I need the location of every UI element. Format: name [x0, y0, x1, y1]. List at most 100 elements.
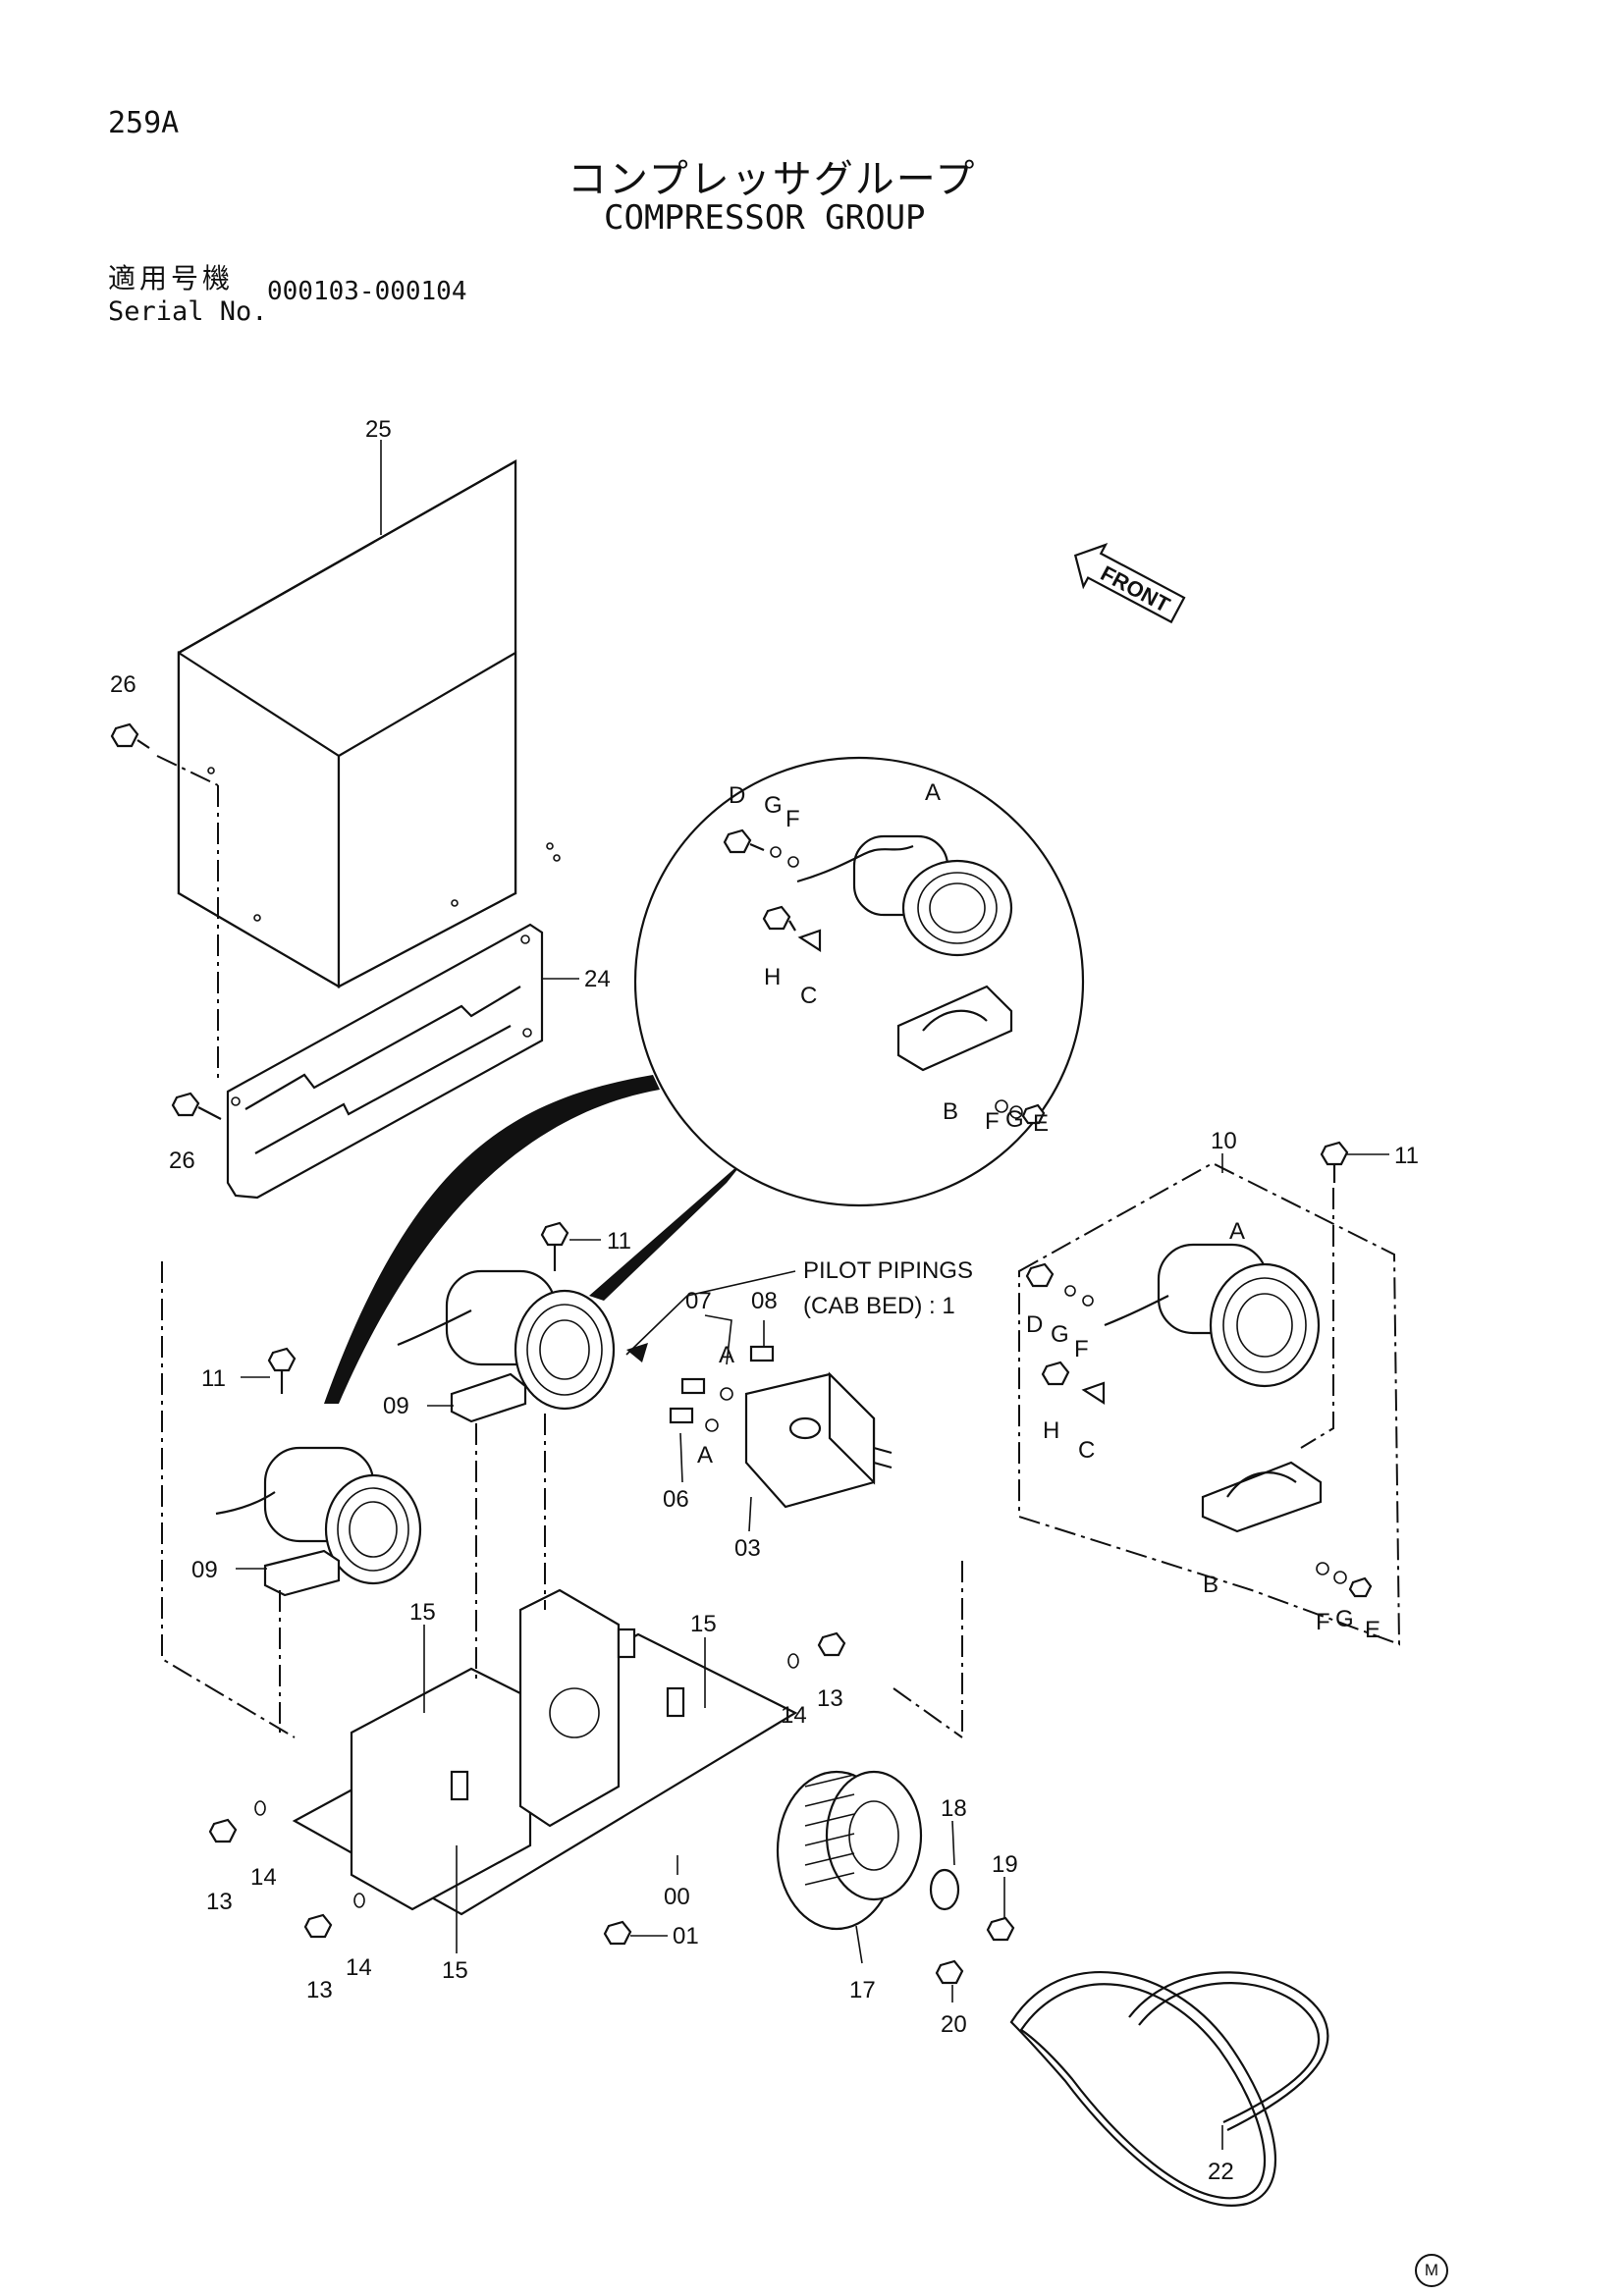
fitting-icon	[669, 1407, 719, 1432]
right-label-H: H	[1043, 1417, 1059, 1444]
callout-11-middle: 11	[607, 1228, 631, 1255]
right-label-G2: G	[1335, 1606, 1354, 1632]
bolt-icon	[208, 1818, 238, 1843]
title-japanese: コンプレッサグループ	[568, 157, 977, 202]
bolt-icon	[603, 1920, 632, 1946]
bolt-icon	[1041, 1361, 1070, 1386]
callout-09-middle: 09	[383, 1393, 409, 1419]
bracket-plate	[226, 923, 544, 1200]
pilot-note-line1: PILOT PIPINGS	[803, 1257, 973, 1284]
zoom-label-E: E	[1033, 1110, 1049, 1137]
callout-01: 01	[673, 1923, 699, 1949]
callout-14-right: 14	[781, 1702, 807, 1729]
callout-13-right: 13	[817, 1685, 843, 1712]
dash-line	[1300, 1188, 1334, 1449]
callout-18: 18	[941, 1795, 967, 1822]
callout-14-left: 14	[250, 1864, 277, 1891]
washer-icon	[787, 1653, 799, 1669]
bolt-icon	[267, 1347, 297, 1394]
washer-icon	[1064, 1285, 1076, 1297]
leader-18	[951, 1820, 955, 1866]
zoom-label-B: B	[943, 1098, 958, 1125]
right-label-D: D	[1026, 1311, 1043, 1338]
callout-10: 10	[1211, 1128, 1237, 1154]
bolt-icon	[540, 1221, 569, 1271]
pump-label-A1: A	[719, 1342, 734, 1368]
bolt-icon	[1320, 1141, 1349, 1183]
callout-13-left: 13	[206, 1889, 233, 1915]
callout-07: 07	[685, 1288, 712, 1314]
serial-label-japanese: 適用号機	[108, 262, 235, 294]
dash-group-10	[1018, 1161, 1401, 1646]
callout-15-top-right: 15	[690, 1611, 717, 1637]
right-label-F1: F	[1074, 1336, 1089, 1362]
callout-14-bottom: 14	[346, 1954, 372, 1981]
callout-22: 22	[1208, 2159, 1234, 2185]
dash-line	[161, 1261, 296, 1738]
washer-icon	[929, 1868, 960, 1911]
zoom-label-G2: G	[1005, 1106, 1024, 1133]
washer-icon	[787, 856, 799, 868]
zoom-label-D: D	[729, 782, 745, 809]
leader-17	[855, 1925, 863, 1964]
nut-icon	[1021, 1103, 1046, 1125]
bolt-icon	[1025, 1262, 1055, 1288]
clip-icon	[797, 929, 822, 953]
zoom-label-C: C	[800, 983, 817, 1009]
callout-11-left: 11	[201, 1365, 226, 1392]
fitting-icon	[749, 1345, 775, 1362]
fitting-icon	[680, 1377, 733, 1401]
callout-13-bottom: 13	[306, 1977, 333, 2003]
right-label-C: C	[1078, 1437, 1095, 1464]
callout-24: 24	[584, 966, 611, 992]
right-label-A: A	[1229, 1218, 1245, 1245]
callout-17: 17	[849, 1977, 876, 2003]
right-label-F2: F	[1316, 1609, 1330, 1635]
front-arrow: FRONT	[1073, 543, 1186, 624]
zoom-label-F1: F	[785, 806, 800, 832]
bolt-icon	[110, 722, 150, 749]
bolt-icon	[817, 1631, 846, 1657]
pilot-note-line2: (CAB BED) : 1	[803, 1293, 955, 1319]
serial-label-english: Serial No.	[108, 296, 268, 327]
compressor-detail	[796, 834, 1013, 1072]
leader-07	[704, 1314, 732, 1365]
washer-icon	[1316, 1562, 1329, 1575]
leader-03	[748, 1496, 752, 1532]
bolt-icon	[986, 1916, 1015, 1942]
bolt-icon	[762, 905, 796, 932]
zoom-label-F2: F	[985, 1108, 1000, 1135]
compressor-middle	[397, 1269, 616, 1423]
bolt-icon	[935, 1959, 964, 1985]
bolt-icon	[171, 1092, 222, 1120]
serial-range: 000103-000104	[267, 277, 467, 306]
dash-line	[893, 1687, 963, 1738]
callout-03: 03	[734, 1535, 761, 1562]
washer-icon	[1009, 1105, 1023, 1119]
zoom-label-A: A	[925, 779, 941, 806]
callout-09-left: 09	[191, 1557, 218, 1583]
washer-icon	[353, 1893, 365, 1908]
cover-box	[177, 459, 561, 988]
drive-belts	[1009, 1970, 1329, 2207]
zoom-label-G1: G	[764, 792, 783, 819]
footer-mark: M	[1415, 2254, 1448, 2287]
title-english: COMPRESSOR GROUP	[604, 198, 926, 238]
pump-label-A2: A	[697, 1442, 713, 1468]
callout-19: 19	[992, 1851, 1018, 1878]
right-label-E: E	[1365, 1617, 1380, 1643]
right-label-G1: G	[1051, 1321, 1069, 1348]
dash-line	[156, 755, 219, 786]
callout-08: 08	[751, 1288, 778, 1314]
washer-icon	[1333, 1571, 1347, 1584]
mounting-base	[292, 1588, 798, 1916]
callout-26-top: 26	[110, 671, 136, 698]
compressor-right	[1104, 1243, 1323, 1533]
leader-pilot	[625, 1270, 796, 1356]
pulley	[776, 1770, 923, 1931]
clip-icon	[1081, 1381, 1106, 1406]
callout-15-bottom: 15	[442, 1957, 468, 1984]
pilot-arrow	[626, 1343, 648, 1362]
callout-11-right: 11	[1394, 1143, 1419, 1169]
